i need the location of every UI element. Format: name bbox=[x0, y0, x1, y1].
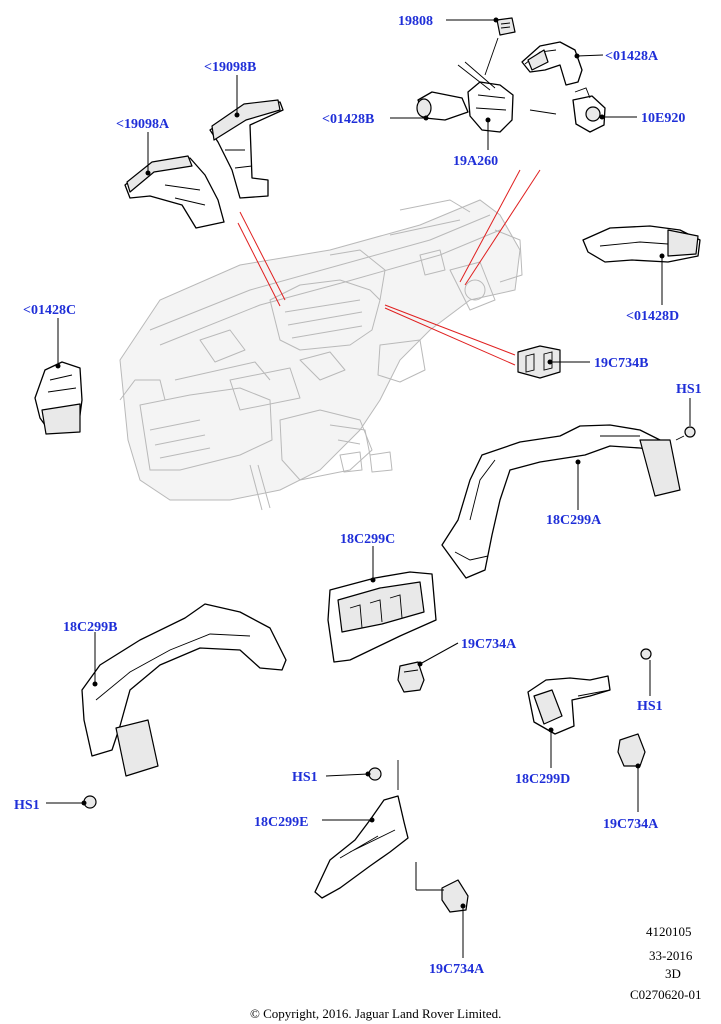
copyright-notice: © Copyright, 2016. Jaguar Land Rover Lim… bbox=[250, 1006, 502, 1021]
callout-19C734A-2[interactable]: 19C734A bbox=[603, 817, 659, 832]
callout-HS1-middle[interactable]: HS1 bbox=[292, 770, 318, 785]
part-10E920-actuator[interactable] bbox=[572, 87, 606, 133]
callout-HS1-left[interactable]: HS1 bbox=[14, 798, 40, 813]
callout-18C299A[interactable]: 18C299A bbox=[546, 513, 602, 528]
part-19C734B-actuator[interactable] bbox=[517, 345, 561, 379]
part-19C734A-actuator-2[interactable] bbox=[617, 733, 646, 767]
callout-HS1-top[interactable]: HS1 bbox=[676, 382, 702, 397]
callout-HS1-right[interactable]: HS1 bbox=[637, 699, 663, 714]
part-18C299C-vent[interactable] bbox=[327, 571, 437, 663]
part-19098B-vent[interactable] bbox=[209, 99, 284, 199]
callout-19098B[interactable]: <19098B bbox=[204, 60, 256, 75]
callout-labels: 19808 <01428A <01428B 10E920 19A260 <190… bbox=[14, 14, 702, 977]
callout-19C734A-3[interactable]: 19C734A bbox=[429, 962, 485, 977]
callout-01428D[interactable]: <01428D bbox=[626, 309, 679, 324]
part-01428B-tube[interactable] bbox=[416, 91, 557, 121]
part-01428D-duct[interactable] bbox=[582, 225, 701, 263]
part-01428C-duct[interactable] bbox=[34, 361, 83, 435]
callout-01428B[interactable]: <01428B bbox=[322, 112, 374, 127]
callout-18C299C[interactable]: 18C299C bbox=[340, 532, 395, 547]
callout-18C299B[interactable]: 18C299B bbox=[63, 620, 117, 635]
highlight-lines bbox=[237, 169, 541, 366]
part-HS1-screw-right[interactable] bbox=[640, 648, 652, 660]
part-18C299E-duct[interactable] bbox=[314, 760, 409, 899]
part-19808-clip[interactable] bbox=[496, 17, 516, 36]
callout-10E920[interactable]: 10E920 bbox=[641, 111, 685, 126]
dashboard-assembly-background bbox=[119, 199, 523, 511]
callout-18C299E[interactable]: 18C299E bbox=[254, 815, 308, 830]
part-HS1-screw-top[interactable] bbox=[675, 426, 696, 441]
diagram-date: 33-2016 bbox=[649, 948, 693, 963]
part-19098A-vent[interactable] bbox=[124, 155, 225, 229]
callout-01428C[interactable]: <01428C bbox=[23, 303, 76, 318]
part-HS1-screw-middle[interactable] bbox=[368, 767, 382, 781]
callout-18C299D[interactable]: 18C299D bbox=[515, 772, 570, 787]
part-19C734A-actuator-1[interactable] bbox=[397, 661, 425, 693]
part-18C299B-duct[interactable] bbox=[81, 603, 287, 777]
part-18C299D-duct[interactable] bbox=[527, 675, 611, 735]
part-01428A-duct[interactable] bbox=[521, 41, 583, 86]
callout-01428A[interactable]: <01428A bbox=[605, 49, 659, 64]
part-18C299A-duct[interactable] bbox=[441, 424, 681, 579]
callout-19C734A-1[interactable]: 19C734A bbox=[461, 637, 517, 652]
diagram-number: 4120105 bbox=[646, 924, 692, 939]
leader-lines bbox=[46, 17, 691, 958]
callout-19C734B[interactable]: 19C734B bbox=[594, 356, 648, 371]
diagram-reference: C0270620-01 bbox=[630, 987, 702, 1002]
callout-19A260[interactable]: 19A260 bbox=[453, 154, 498, 169]
diagram-view: 3D bbox=[665, 966, 681, 981]
part-19A260-housing[interactable] bbox=[457, 37, 514, 133]
callout-19808[interactable]: 19808 bbox=[398, 14, 433, 29]
callout-19098A[interactable]: <19098A bbox=[116, 117, 170, 132]
